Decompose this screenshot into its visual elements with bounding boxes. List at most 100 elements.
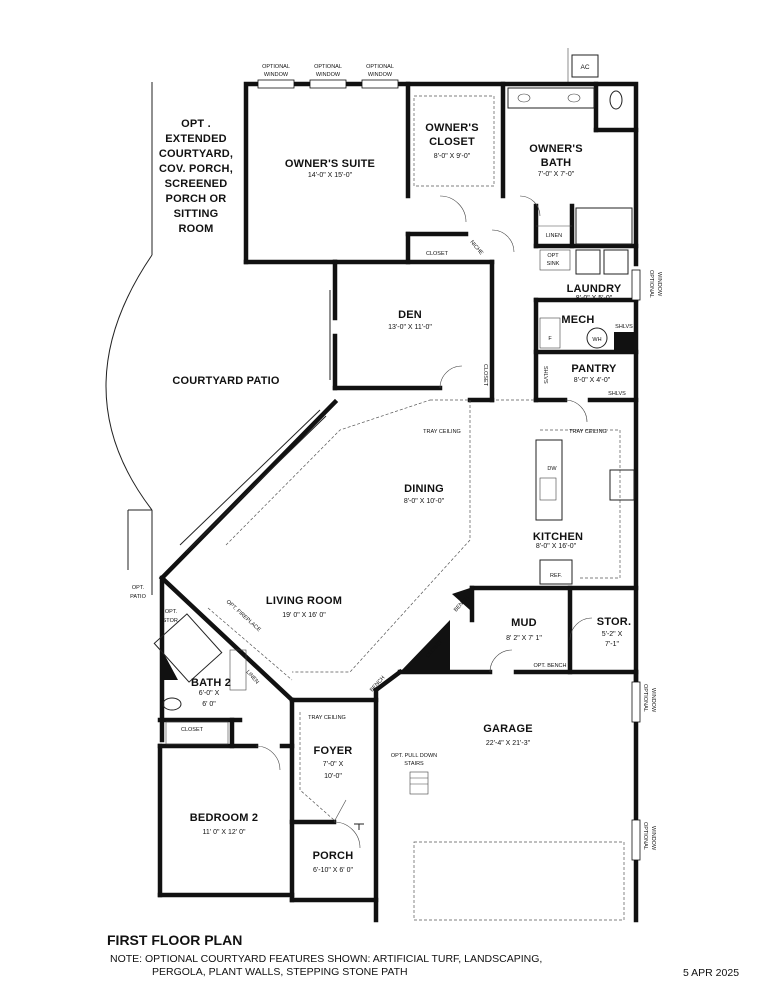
svg-text:DW: DW [547, 466, 557, 472]
svg-text:TRAY CEILING: TRAY CEILING [423, 429, 461, 435]
plan-title: FIRST FLOOR PLAN [107, 932, 243, 948]
wall-fill [614, 332, 636, 352]
dining-dim: 8'-0" X 10'-0" [404, 498, 445, 505]
living-room-dim: 19' 0" X 16' 0" [282, 612, 326, 619]
svg-text:ROOM: ROOM [178, 223, 213, 235]
owners-closet-label-2: CLOSET [429, 136, 475, 148]
svg-text:WH: WH [592, 337, 601, 343]
kitchen-label: KITCHEN [533, 531, 583, 543]
svg-text:PATIO: PATIO [130, 594, 146, 600]
doors [255, 195, 593, 849]
svg-text:OPTIONAL: OPTIONAL [642, 822, 648, 850]
courtyard-outline [105, 82, 153, 595]
plan-note-line-1: NOTE: OPTIONAL COURTYARD FEATURES SHOWN:… [110, 953, 543, 965]
bathtub [153, 613, 223, 683]
shower [575, 207, 633, 245]
owners-suite-dim: 14'-0" X 15'-0" [308, 172, 353, 179]
den-label: DEN [398, 309, 422, 321]
svg-text:F: F [548, 336, 552, 342]
svg-text:WINDOW: WINDOW [264, 72, 289, 78]
mud-dim: 8' 2" X 7' 1" [506, 635, 542, 642]
vanity [507, 87, 595, 109]
dining-label: DINING [404, 483, 444, 495]
walls [157, 81, 639, 923]
mech-label: MECH [561, 314, 594, 326]
svg-text:LINEN: LINEN [245, 669, 260, 685]
svg-text:WINDOW: WINDOW [650, 688, 656, 713]
garage-door [413, 841, 625, 921]
svg-text:SCREENED: SCREENED [165, 178, 228, 190]
svg-text:COURTYARD,: COURTYARD, [159, 148, 233, 160]
owners-bath-label: OWNER'S [529, 143, 583, 155]
ac-unit [571, 54, 599, 78]
svg-text:OPTIONAL: OPTIONAL [262, 64, 290, 70]
svg-text:TRAY CEILING: TRAY CEILING [569, 429, 607, 435]
washer [575, 249, 601, 275]
svg-text:TRAY CEILING: TRAY CEILING [308, 715, 346, 721]
svg-text:OPTIONAL: OPTIONAL [648, 270, 654, 298]
svg-text:CLOSET: CLOSET [426, 251, 449, 257]
range [609, 469, 635, 501]
pull-down-stairs [409, 771, 429, 795]
opt-courtyard-text: OPT . EXTENDED COURTYARD, COV. PORCH, SC… [159, 118, 233, 235]
svg-text:SHLVS: SHLVS [542, 366, 548, 384]
bath-2-dim-2: 6' 0" [202, 701, 216, 708]
svg-text:STAIRS: STAIRS [404, 761, 424, 767]
svg-text:OPTIONAL: OPTIONAL [642, 684, 648, 712]
foyer-dim: 7'-0" X [323, 761, 344, 768]
svg-text:OPT.: OPT. [132, 585, 145, 591]
refrigerator [539, 559, 573, 585]
svg-text:WINDOW: WINDOW [316, 72, 341, 78]
svg-text:OPT. PULL DOWN: OPT. PULL DOWN [391, 753, 437, 759]
garage-label: GARAGE [483, 723, 532, 735]
windows [257, 79, 641, 861]
svg-text:OPTIONAL: OPTIONAL [314, 64, 342, 70]
svg-text:SHLVS: SHLVS [615, 324, 633, 330]
owners-suite-label: OWNER'S SUITE [285, 158, 375, 170]
svg-text:CLOSET: CLOSET [482, 364, 488, 387]
porch-label: PORCH [313, 850, 354, 862]
svg-text:EXTENDED: EXTENDED [165, 133, 227, 145]
svg-text:REF.: REF. [550, 573, 562, 579]
svg-text:OPT. BENCH: OPT. BENCH [533, 663, 566, 669]
svg-text:OPT: OPT [547, 253, 559, 259]
bath-2-dim: 6'-0" X [199, 690, 220, 697]
svg-text:SHLVS: SHLVS [608, 391, 626, 397]
living-room-label: LIVING ROOM [266, 595, 342, 607]
sliding-door [179, 409, 321, 546]
owners-closet-label: OWNER'S [425, 122, 479, 134]
kitchen-island [535, 439, 563, 521]
stor-label: STOR. [597, 616, 631, 628]
laundry-dim: 8'-0" X 5'-0" [576, 295, 613, 302]
svg-text:OPT.: OPT. [165, 609, 178, 615]
courtyard-patio-label: COURTYARD PATIO [172, 375, 280, 387]
stor-dim: 5'-2" X [602, 631, 623, 638]
svg-text:OPT. FIREPLACE: OPT. FIREPLACE [225, 599, 262, 633]
kitchen-dim: 8'-0" X 16'-0" [536, 543, 577, 550]
bedroom-2-label: BEDROOM 2 [190, 812, 258, 824]
svg-text:LINEN: LINEN [546, 233, 562, 239]
porch-dim: 6'-10" X 6' 0" [313, 867, 353, 874]
foyer-label: FOYER [314, 745, 353, 757]
pantry-label: PANTRY [571, 363, 617, 375]
water-heater [586, 327, 608, 349]
svg-text:COV. PORCH,: COV. PORCH, [159, 163, 233, 175]
svg-text:WINDOW: WINDOW [368, 72, 393, 78]
plan-note-line-2: PERGOLA, PLANT WALLS, STEPPING STONE PAT… [152, 966, 408, 978]
wall-fill [162, 650, 178, 680]
owners-closet-dim: 8'-0" X 9'-0" [434, 153, 471, 160]
svg-text:WINDOW: WINDOW [650, 826, 656, 851]
pantry-dim: 8'-0" X 4'-0" [574, 377, 611, 384]
floor-plan: OWNER'S SUITE 14'-0" X 15'-0" OWNER'S CL… [105, 48, 662, 923]
svg-text:OPTIONAL: OPTIONAL [366, 64, 394, 70]
stor-dim-2: 7'-1" [605, 641, 619, 648]
svg-text:SINK: SINK [547, 261, 560, 267]
toilet [609, 90, 623, 110]
owners-bath-label-2: BATH [541, 157, 572, 169]
svg-text:SITTING: SITTING [174, 208, 219, 220]
owners-bath-dim: 7'-0" X 7'-0" [538, 171, 575, 178]
svg-text:OPT .: OPT . [181, 118, 211, 130]
wall-fill [400, 620, 450, 672]
toilet-2 [162, 697, 182, 711]
foyer-dim-2: 10'-0" [324, 773, 342, 780]
